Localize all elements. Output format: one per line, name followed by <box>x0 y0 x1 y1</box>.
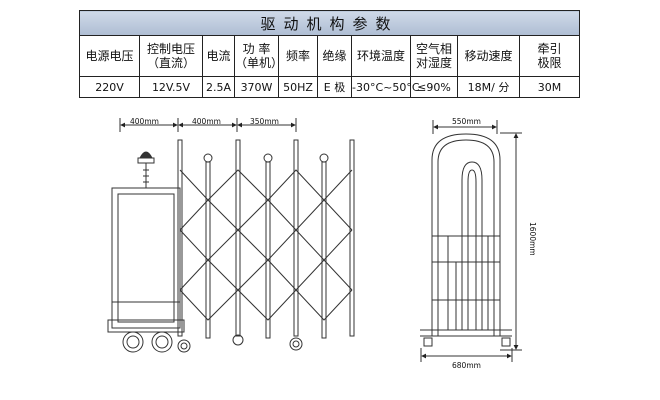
motor-box <box>107 187 185 333</box>
side-top-width-label: 550mm <box>452 117 481 126</box>
front-motor-width-label: 400mm <box>130 117 159 126</box>
warning-lamp <box>137 151 155 188</box>
value-cell: 12V.5V <box>139 76 203 98</box>
value-cell: 2.5A <box>202 76 235 98</box>
header-cell: 移动速度 <box>457 35 520 77</box>
header-cell: 牵引极限 <box>518 35 581 77</box>
value-cell: 30M <box>518 76 581 98</box>
value-cell: 370W <box>234 76 279 98</box>
front-dimension-lines <box>119 118 297 132</box>
header-cell: 绝缘 <box>317 35 352 77</box>
side-wheels <box>423 337 511 347</box>
table-header-row: 电源电压 控制电压（直流） 电流 功 率（单机） 频率 绝缘 环境温度 空气相对… <box>79 35 581 77</box>
side-view: 550mm 1600mm 680mm <box>420 117 537 370</box>
post-finials <box>203 153 329 163</box>
front-segment-width-label: 400mm <box>192 117 221 126</box>
front-segment-spacing-label: 350mm <box>250 117 279 126</box>
side-height-label: 1600mm <box>528 222 537 256</box>
value-cell: ≤90% <box>410 76 458 98</box>
side-frame <box>420 133 512 337</box>
side-inner-bars <box>447 161 489 330</box>
gate-posts <box>177 139 355 339</box>
value-cell: 18M/ 分 <box>457 76 520 98</box>
value-cell: 220V <box>79 76 140 98</box>
table-title: 驱动机构参数 <box>78 10 581 36</box>
header-cell: 环境温度 <box>351 35 411 77</box>
gate-casters <box>232 334 303 351</box>
value-cell: -30°C~50°C <box>351 76 420 98</box>
header-cell: 频率 <box>278 35 318 77</box>
motor-wheels <box>122 331 191 353</box>
side-dimension-lines <box>420 120 522 362</box>
value-cell: E 极 <box>317 76 352 98</box>
table-value-row: 220V 12V.5V 2.5A 370W 50HZ E 极 -30°C~50°… <box>79 76 581 98</box>
scissor-lattice <box>179 169 353 321</box>
header-cell: 功 率（单机） <box>234 35 283 77</box>
header-cell: 空气相对湿度 <box>410 35 458 77</box>
header-cell: 控制电压（直流） <box>139 35 203 77</box>
side-base-width-label: 680mm <box>452 361 481 370</box>
front-view: 400mm 400mm 350mm <box>107 117 355 353</box>
spec-table: 驱动机构参数 电源电压 控制电压（直流） 电流 功 率（单机） 频率 绝缘 环境… <box>78 10 581 98</box>
header-cell: 电源电压 <box>79 35 140 77</box>
